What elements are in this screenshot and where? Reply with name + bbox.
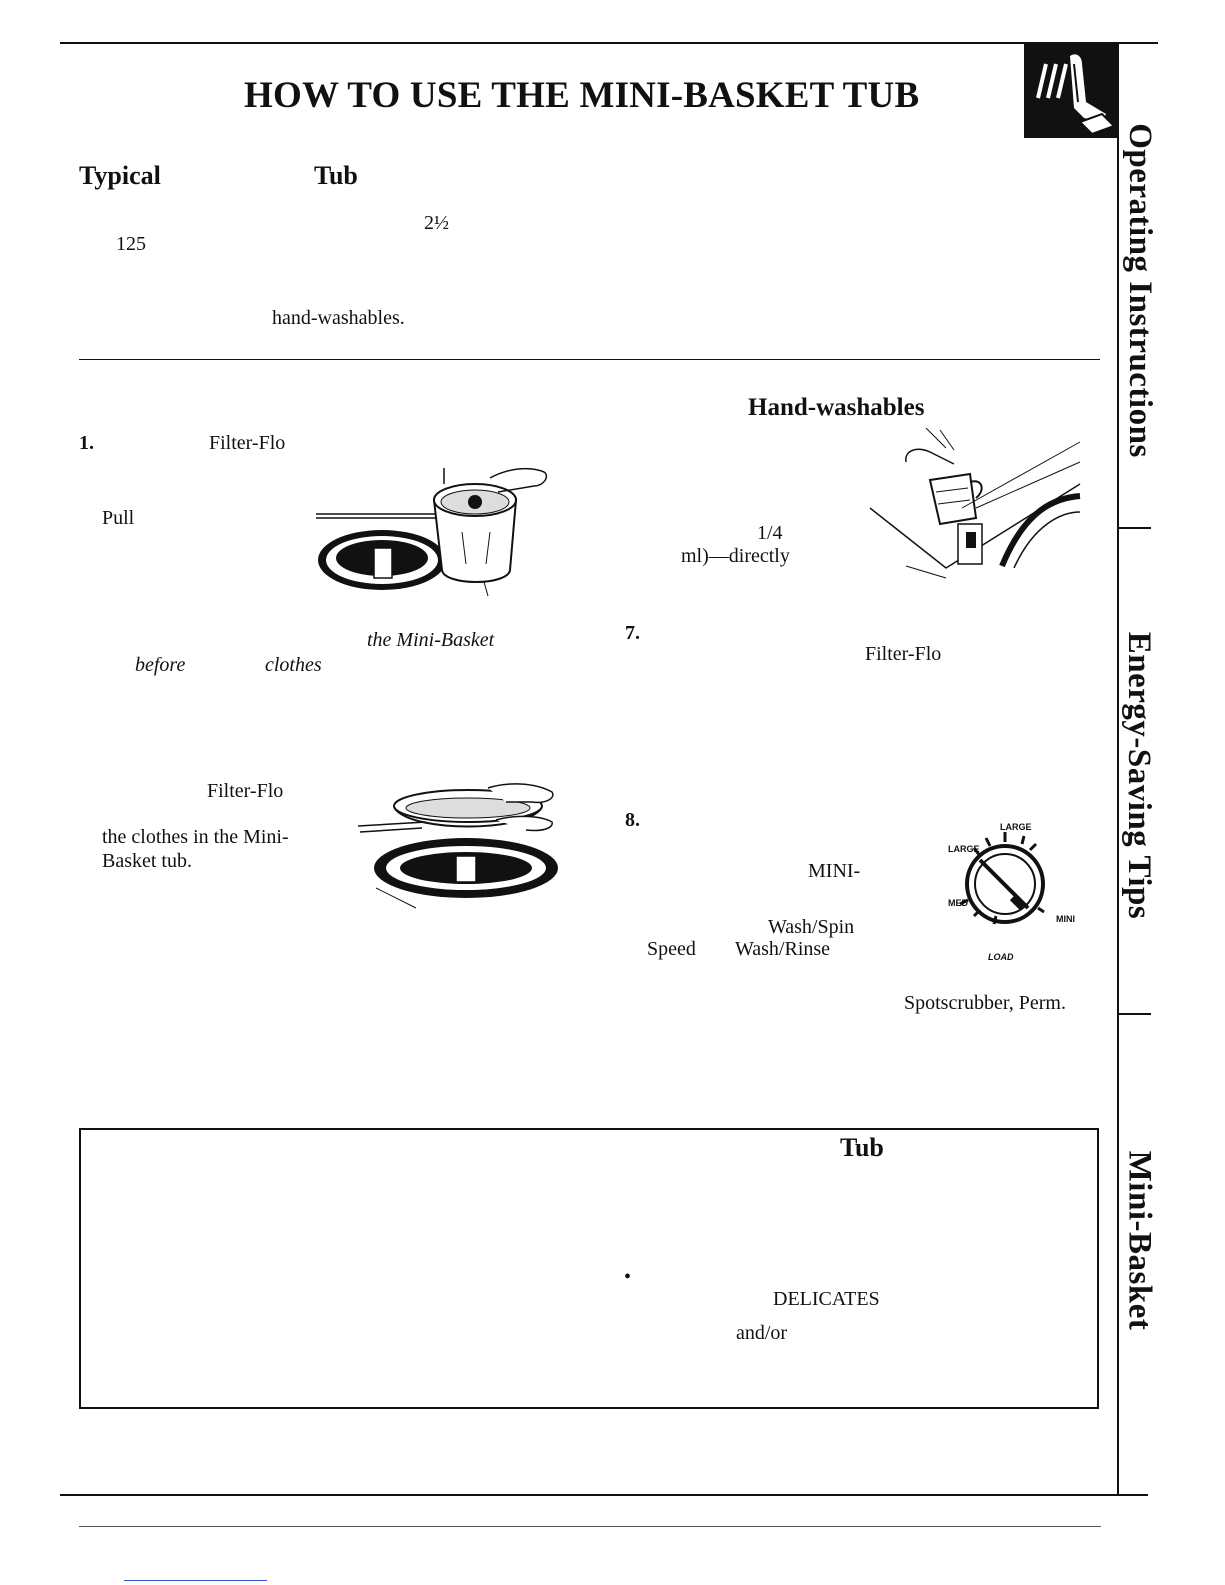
italic-the-mini-basket: the Mini-Basket — [367, 629, 495, 651]
dial-label-large-top: LARGE — [1000, 822, 1032, 832]
page-title: HOW TO USE THE MINI-BASKET TUB — [244, 75, 920, 116]
tab-operating-instructions: Operating Instructions — [1121, 122, 1158, 458]
tab-energy-saving-tips: Energy-Saving Tips — [1121, 631, 1158, 919]
dial-label-med: MED — [948, 898, 968, 908]
side-tab-separator-2 — [1117, 1013, 1151, 1015]
tab-mini-basket: Mini-Basket — [1121, 1150, 1158, 1330]
quarter-measure: 1/4 — [757, 522, 783, 544]
directly-text: ml)—directly — [681, 545, 790, 567]
side-tab-separator-1 — [1117, 527, 1151, 529]
wash-rinse: Wash/Rinse — [735, 938, 831, 960]
tips-box — [79, 1128, 1099, 1409]
step-1-filter-flo: Filter-Flo — [209, 432, 286, 454]
intro-heading-typical: Typical — [79, 161, 161, 190]
side-tab-border — [1117, 42, 1119, 1495]
bottom-rule — [60, 1494, 1148, 1496]
dial-label-large-left: LARGE — [948, 844, 980, 854]
intro-fraction: 2½ — [424, 212, 449, 234]
mini-word: MINI- — [808, 860, 861, 882]
intro-hand-washables: hand-washables. — [272, 307, 405, 329]
hand-washables-heading: Hand-washables — [748, 394, 925, 421]
step-1-number: 1. — [79, 432, 94, 454]
dial-label-mini: MINI — [1056, 914, 1075, 924]
tips-and-or: and/or — [736, 1322, 788, 1344]
italic-clothes: clothes — [265, 654, 322, 676]
pouring-detergent-illustration — [866, 427, 1082, 588]
step-7-filter-flo: Filter-Flo — [865, 643, 942, 665]
basket-line-1: the clothes in the Mini- — [102, 826, 289, 848]
filter-basket-illustration — [312, 462, 562, 600]
intro-divider — [79, 359, 1100, 360]
intro-number: 125 — [116, 233, 146, 255]
wash-spin: Wash/Spin — [768, 916, 855, 938]
top-rule — [60, 42, 1158, 44]
intro-heading-tub: Tub — [314, 161, 358, 190]
filter-flo-second: Filter-Flo — [207, 780, 284, 802]
italic-before: before — [135, 654, 186, 676]
step-1-pull: Pull — [102, 507, 135, 529]
speed: Speed — [647, 938, 696, 960]
tips-delicates: DELICATES — [773, 1288, 880, 1310]
step-7-number: 7. — [625, 622, 640, 644]
step-8-number: 8. — [625, 809, 640, 831]
washer-tub-illustration — [356, 780, 562, 910]
tips-bullet: • — [624, 1266, 632, 1288]
basket-line-2: Basket tub. — [102, 850, 192, 872]
load-dial[interactable]: LARGE LARGE MED MINI LOAD — [930, 816, 1080, 966]
hand-pressing-button-icon — [1024, 42, 1118, 138]
dial-label-load: LOAD — [988, 952, 1014, 962]
spotscrubber: Spotscrubber, Perm. — [904, 992, 1066, 1014]
footer-link-underline — [124, 1580, 267, 1581]
tips-heading-tub: Tub — [840, 1133, 884, 1162]
footer-rule — [79, 1526, 1101, 1527]
